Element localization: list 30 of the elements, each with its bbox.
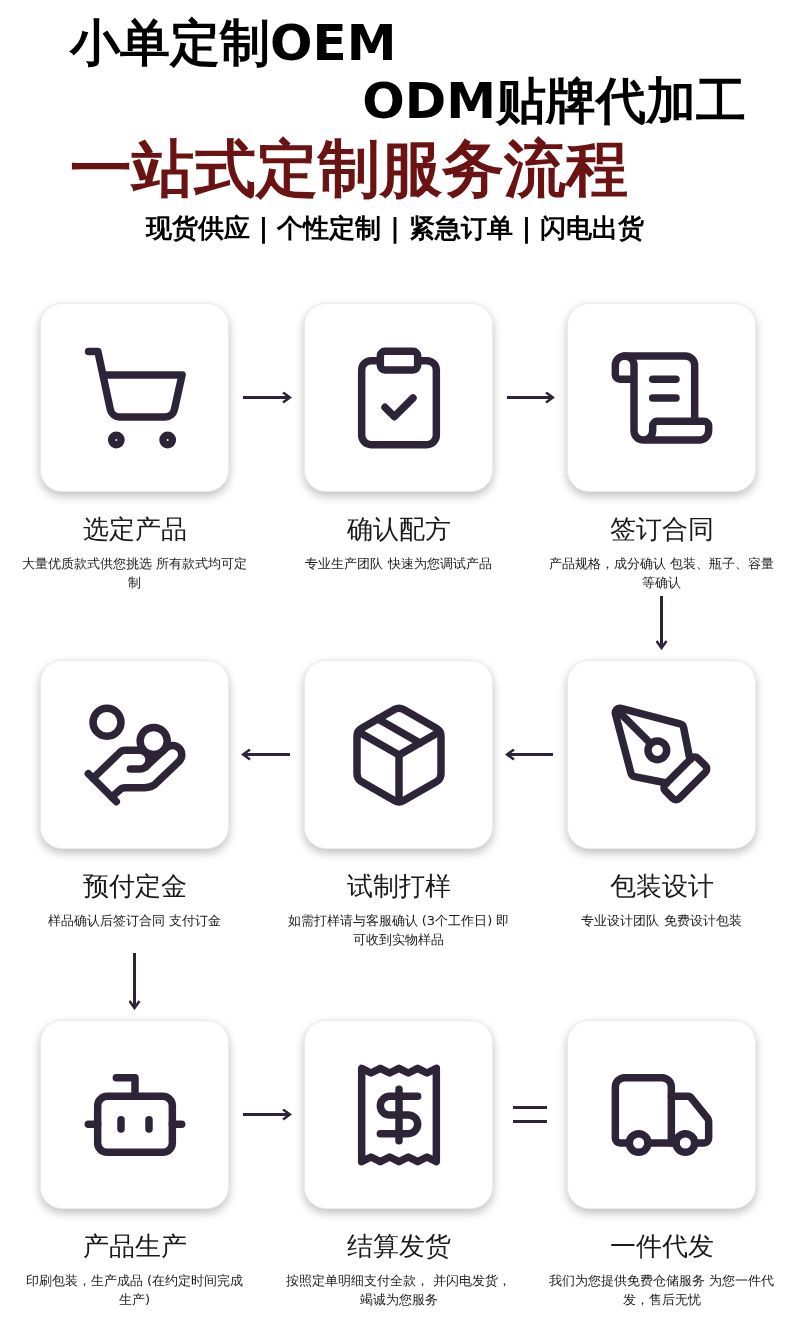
step-description: 按照定单明细支付全款， 并闪电发货，竭诚为您服务: [284, 1272, 513, 1309]
step-description: 专业生产团队 快速为您调试产品: [304, 555, 493, 573]
step-description: 印刷包装，生产成品 (在约定时间完成生产): [24, 1272, 245, 1309]
step-title: 一件代发: [609, 1230, 714, 1263]
step-title: 确认配方: [346, 513, 451, 546]
step-title: 预付定金: [82, 870, 187, 903]
step-description: 样品确认后签订合同 支付订金: [46, 912, 223, 930]
step-description: 我们为您提供免费仓储服务 为您一件代发，售后无忧: [547, 1272, 776, 1309]
step-description: 产品规格，成分确认 包装、瓶子、容量等确认: [547, 555, 776, 592]
equals-connector: [511, 1106, 549, 1123]
step-description: 专业设计团队 免费设计包装: [580, 912, 743, 930]
subtitle: 现货供应 | 个性定制 | 紧急订单 | 闪电出货: [144, 212, 646, 246]
step-title: 结算发货: [346, 1230, 451, 1263]
headline: 小单定制OEM: [70, 13, 397, 74]
step-description: 如需打样请与客服确认 (3个工作日) 即可收到实物样品: [286, 912, 511, 949]
step-title: 产品生产: [82, 1230, 187, 1263]
arrow: [241, 748, 290, 761]
step-title: 选定产品: [82, 513, 187, 546]
arrow: [507, 391, 555, 404]
step-title: 试制打样: [346, 870, 451, 903]
headline: ODM贴牌代加工: [362, 71, 746, 132]
arrow: [243, 1108, 292, 1121]
arrow: [655, 596, 668, 650]
arrow: [128, 953, 141, 1010]
headline: 一站式定制服务流程: [70, 132, 628, 206]
step-title: 包装设计: [609, 870, 714, 903]
step-title: 签订合同: [609, 513, 714, 546]
step-description: 大量优质款式供您挑选 所有款式均可定制: [20, 555, 249, 592]
arrow: [505, 748, 553, 761]
arrow: [243, 391, 292, 404]
